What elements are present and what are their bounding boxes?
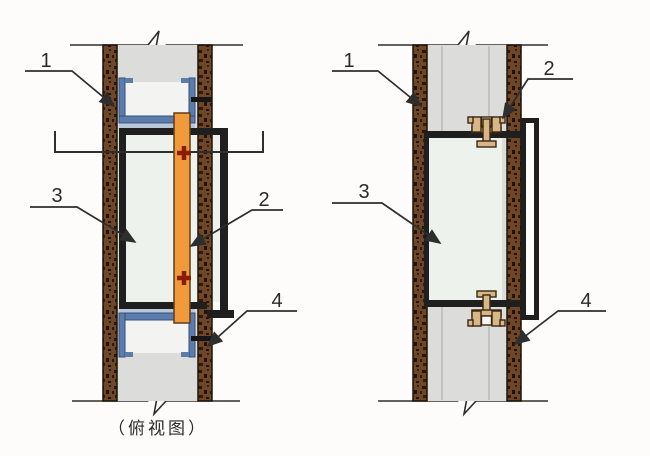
- glass-panel: [428, 138, 502, 300]
- bracket-lip-left: [467, 116, 474, 124]
- annotations: [25, 70, 606, 348]
- label-right-4: 4: [580, 290, 591, 312]
- channel-web-highlight: [119, 124, 195, 128]
- bracket-lip-right: [499, 116, 506, 124]
- masonry-wall-right: [506, 44, 522, 402]
- screw-cross-icon-top: [177, 146, 191, 160]
- frame-bottom-bar: [424, 300, 524, 307]
- frame-right-view: [424, 131, 524, 307]
- screw-cross-icon-bottom: [177, 271, 191, 285]
- frame-top-bar: [119, 128, 226, 135]
- channel-interior: [125, 82, 189, 118]
- anchor-bracket-bottom: [467, 290, 506, 327]
- frame-right-bar: [220, 128, 228, 318]
- label-right-1: 1: [343, 50, 354, 72]
- frame-left-bar: [119, 128, 126, 309]
- label-left-4: 4: [271, 290, 282, 312]
- channel-flange-right: [181, 78, 189, 83]
- bolt-foot: [476, 140, 497, 148]
- steel-channel-bottom: [118, 309, 196, 358]
- aluminum-mullion: [173, 112, 191, 324]
- label-numbers: 1 3 2 4 1 2 3 4: [40, 50, 591, 312]
- label-left-1: 1: [40, 50, 51, 72]
- bracket-lip-left: [467, 319, 474, 327]
- anchor-tick-top: [191, 97, 212, 102]
- mullion-box-outline: [521, 118, 539, 320]
- infill-seam-lines: [441, 46, 490, 400]
- frame-top-bar: [424, 131, 524, 138]
- leader-right-2: [502, 78, 573, 120]
- leader-left-4: [206, 310, 297, 348]
- leader-right-1: [332, 70, 423, 108]
- label-left-2: 2: [258, 189, 269, 211]
- left-plan-view: [54, 30, 264, 417]
- leader-left-1: [25, 70, 116, 108]
- anchor-bracket-top: [467, 116, 506, 148]
- channel-flange-left: [125, 352, 133, 357]
- frame-left-bar: [424, 131, 429, 307]
- bracket-slot: [480, 315, 493, 326]
- leader-left-2: [189, 209, 283, 247]
- frame-bottom-bar: [119, 302, 207, 309]
- glass-section-line: [54, 131, 264, 153]
- leader-left-3: [30, 206, 137, 243]
- right-plan-view: [378, 30, 548, 417]
- channel-flange-left: [125, 78, 133, 83]
- label-left-3: 3: [51, 185, 62, 207]
- frame-left-view: [119, 128, 234, 318]
- channel-web: [118, 115, 196, 124]
- label-right-3: 3: [358, 181, 369, 203]
- channel-wall-right: [188, 312, 196, 358]
- anchor-tick-bottom: [191, 336, 212, 341]
- frame-corner-stub: [207, 310, 234, 318]
- leader-right-4: [513, 310, 606, 346]
- channel-wall-left: [118, 312, 126, 358]
- leader-right-3: [332, 202, 442, 244]
- caption: （俯视图）: [108, 419, 208, 438]
- channel-web-highlight: [119, 309, 195, 313]
- label-right-2: 2: [543, 58, 554, 80]
- channel-flange-right: [181, 352, 189, 357]
- bolt-stem: [482, 118, 491, 144]
- bracket-lip-right: [499, 319, 506, 327]
